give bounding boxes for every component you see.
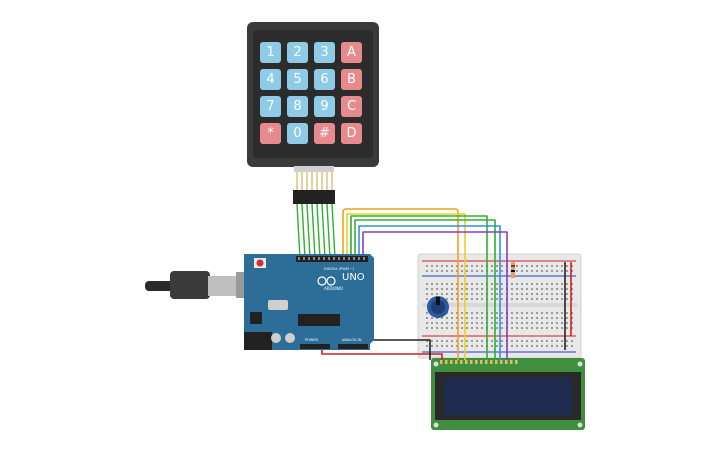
lcd-display[interactable] [431, 358, 585, 430]
key-label: # [319, 126, 330, 141]
key-2[interactable]: 2 [287, 42, 308, 63]
wire-purple [362, 231, 508, 360]
key-B[interactable]: B [341, 69, 362, 90]
key-label: 5 [293, 72, 301, 87]
key-label: 7 [266, 99, 274, 114]
keypad[interactable]: 1 2 3 A 4 5 6 B 7 8 9 C * 0 # D [247, 22, 379, 167]
key-label: 2 [293, 45, 301, 60]
key-C[interactable]: C [341, 96, 362, 117]
key-label: B [347, 72, 356, 87]
resistor[interactable] [511, 262, 515, 278]
key-label: 3 [320, 45, 328, 60]
key-label: C [347, 99, 356, 114]
key-A[interactable]: A [341, 42, 362, 63]
key-3[interactable]: 3 [314, 42, 335, 63]
key-label: * [267, 126, 274, 141]
key-9[interactable]: 9 [314, 96, 335, 117]
key-4[interactable]: 4 [260, 69, 281, 90]
arduino-power-label: POWER [305, 338, 319, 342]
key-#[interactable]: # [314, 123, 335, 144]
arduino-uno[interactable]: UNO ARDUINO DIGITAL (PWM ~) POWER ANALOG… [244, 254, 374, 350]
key-label: 0 [293, 126, 301, 141]
key-5[interactable]: 5 [287, 69, 308, 90]
breadboard-holes [426, 265, 573, 347]
key-label: 6 [320, 72, 328, 87]
potentiometer[interactable] [427, 296, 449, 318]
key-8[interactable]: 8 [287, 96, 308, 117]
wire-orange [342, 208, 459, 360]
key-*[interactable]: * [260, 123, 281, 144]
key-0[interactable]: 0 [287, 123, 308, 144]
wire-green-2 [354, 219, 496, 360]
key-label: 1 [266, 45, 274, 60]
wire-blue [358, 225, 501, 360]
key-label: 4 [266, 72, 274, 87]
key-1[interactable]: 1 [260, 42, 281, 63]
key-6[interactable]: 6 [314, 69, 335, 90]
wire-yellow [346, 213, 466, 360]
key-D[interactable]: D [341, 123, 362, 144]
arduino-logo-icon [317, 276, 336, 286]
wires[interactable] [296, 203, 572, 360]
key-label: A [347, 45, 356, 60]
key-7[interactable]: 7 [260, 96, 281, 117]
key-label: D [346, 126, 356, 141]
keypad-ribbon [293, 166, 335, 204]
arduino-digital-label: DIGITAL (PWM ~) [324, 267, 355, 271]
keypad-keys: 1 2 3 A 4 5 6 B 7 8 9 C * 0 # D [260, 42, 362, 144]
arduino-brand: UNO [342, 272, 365, 283]
keypad-connector [293, 190, 335, 204]
key-label: 9 [320, 99, 328, 114]
key-label: 8 [293, 99, 301, 114]
wire-green [350, 215, 488, 360]
wire-red [321, 350, 443, 360]
arduino-analog-label: ANALOG IN [342, 338, 362, 342]
arduino-maker: ARDUINO [324, 286, 343, 291]
lcd-screen [444, 378, 572, 415]
